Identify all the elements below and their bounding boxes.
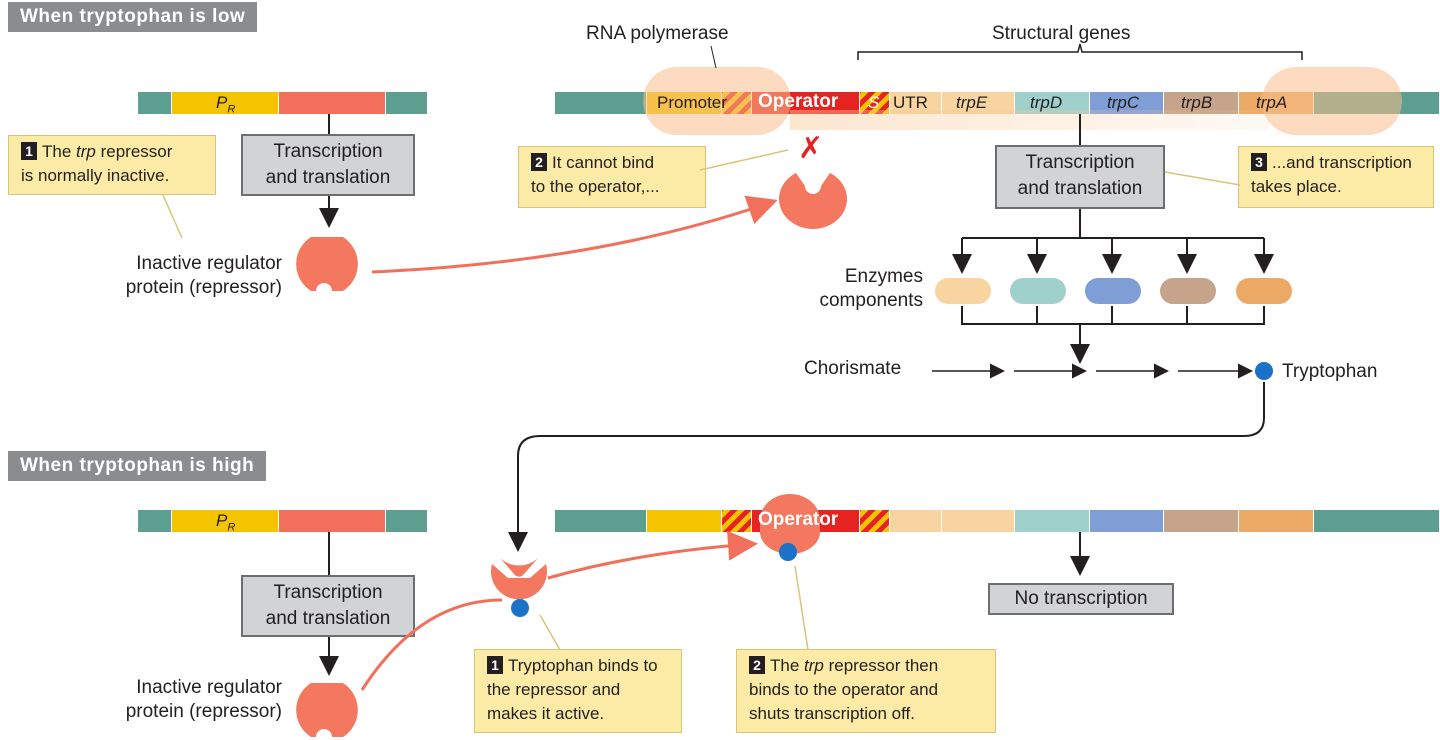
callout-low-1-line1: The trp repressor [42,142,173,161]
regulator-coding-segment [279,92,386,114]
chorismate-label: Chorismate [804,358,902,379]
operator-label-high: Operator [758,509,839,530]
no-transcription-box: No transcription [988,583,1174,615]
gene-label-trpE: trpE [956,93,988,112]
gene-trpD-segment [1015,510,1090,532]
regulator-gene-high: PR [138,510,428,533]
tryptophan-label: Tryptophan [1282,361,1378,382]
utr-segment [890,510,942,532]
repressor-move-arrow-high [360,598,503,691]
s-label: S [868,93,880,112]
operator-stripe-right [860,510,890,532]
banner-high: When tryptophan is high [8,451,267,481]
utr-label: UTR [893,93,928,112]
structural-genes-label: Structural genes [992,23,1131,44]
callout-high-1-pointer [539,614,561,651]
structural-genes-brace [857,43,1303,60]
gene-trpA-segment [1239,510,1314,532]
enzyme-distribution-lines [962,209,1264,239]
repressor-unbound-low [779,173,847,229]
regulator-promoter-segment [172,510,279,532]
operator-label-low: Operator [758,91,839,112]
rna-polymerase-right [1262,67,1402,135]
callout-low-2-pointer [699,149,789,171]
operator-stripe-left [722,510,752,532]
callout-low-3: 3...and transcription takes place. [1238,146,1434,208]
enzyme-trpD [1010,278,1066,304]
repressor-bound-operator [760,494,820,554]
promoter-label: Promoter [657,93,727,112]
tryptophan-dot-active [511,599,529,617]
enzyme-trpE [935,278,991,304]
enzyme-convergence-lines [961,306,1265,350]
active-repressor-to-operator-arrow [547,530,758,580]
gene-label-trpA: trpA [1256,93,1288,112]
dna-teal-segment [138,92,172,114]
dna-teal-segment [386,510,428,532]
enzyme-trpA [1236,278,1292,304]
gene-trpE-segment [942,510,1015,532]
regulator-gene-low: PR [138,92,428,115]
gene-trpC-segment [1090,510,1164,532]
callout-low-1-line2: is normally inactive. [21,166,170,185]
gene-label-trpB: trpB [1181,93,1213,112]
rna-pol-pointer [710,45,717,69]
transcript-band [790,110,1270,130]
enzyme-trpC [1085,278,1141,304]
gene-label-trpD: trpD [1030,93,1063,112]
regulator-coding-segment [279,510,386,532]
repressor-inactive-low [296,237,358,291]
repressor-move-arrow-low [371,195,778,274]
gene-trpE-segment [942,92,1015,114]
gene-trpB-segment [1164,510,1239,532]
regulator-promoter-segment [172,92,279,114]
regulator-promoter-label: PR [216,93,236,116]
utr-segment [890,92,942,114]
gene-trpD-segment [1015,92,1090,114]
tryptophan-feedback-arrow [508,382,1265,552]
repressor-inactive-high [296,683,358,737]
operator-stripe-right [860,92,890,114]
dna-teal-segment [555,510,647,532]
dna-teal-segment [138,510,172,532]
gene-trpC-segment [1090,92,1164,114]
banner-low: When tryptophan is low [8,2,258,32]
gene-trpB-segment [1164,92,1239,114]
promoter-segment [647,510,722,532]
regulator-promoter-label: PR [216,511,236,534]
callout-low-3-pointer [1164,171,1241,186]
enzyme-trpB [1160,278,1216,304]
callout-low-1-pointer [162,194,183,239]
dna-teal-segment [386,92,428,114]
callout-high-2-pointer [794,565,809,651]
rna-polymerase-left [643,67,791,135]
gene-label-trpC: trpC [1107,93,1140,112]
repressor-active [491,558,547,600]
tryptophan-dot-bound [779,543,797,561]
stop-x-mark: ✗ [798,132,824,165]
tryptophan-dot-low [1255,362,1273,380]
rna-polymerase-label: RNA polymerase [586,23,729,44]
